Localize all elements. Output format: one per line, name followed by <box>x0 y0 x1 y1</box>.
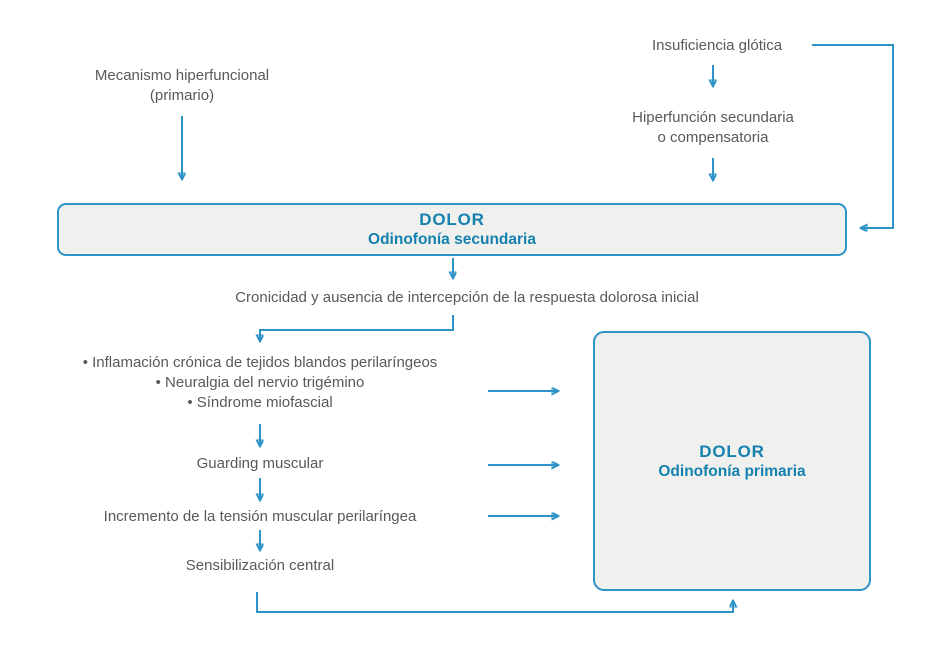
dolor-secundaria-subtitle: Odinofonía secundaria <box>368 231 536 248</box>
node-sensibilizacion-central: Sensibilización central <box>185 557 335 574</box>
connector-cronicidad-to-bullets <box>260 315 454 340</box>
bullet-sindrome: • Síndrome miofascial <box>187 394 333 411</box>
node-cronicidad: Cronicidad y ausencia de intercepción de… <box>235 289 699 306</box>
node-mecanismo-line1: Mecanismo hiperfuncional <box>94 67 270 84</box>
dolor-primaria-title: DOLOR <box>699 441 765 461</box>
node-guarding-muscular: Guarding muscular <box>196 455 324 472</box>
dolor-secundaria-box: DOLOR Odinofonía secundaria <box>57 203 847 256</box>
node-insuficiencia-glotica: Insuficiencia glótica <box>651 37 783 54</box>
connector-insuficiencia-feedback-loop <box>812 44 894 228</box>
connector-sensibilizacion-to-dolor-primaria <box>256 592 733 613</box>
node-hiperfuncion-secundaria: Hiperfunción secundaria o compensatoria <box>632 108 794 148</box>
node-hiperfuncion-line2: o compensatoria <box>657 129 769 146</box>
node-hiperfuncion-line1: Hiperfunción secundaria <box>632 109 794 126</box>
dolor-primaria-subtitle: Odinofonía primaria <box>658 462 806 480</box>
dolor-secundaria-title: DOLOR <box>419 210 485 229</box>
node-mecanismo-hiperfuncional: Mecanismo hiperfuncional (primario) <box>95 66 269 106</box>
bullet-neuralgia: • Neuralgia del nervio trigémino <box>155 374 365 391</box>
bullet-inflamacion: • Inflamación crónica de tejidos blandos… <box>82 354 438 371</box>
dolor-primaria-box: DOLOR Odinofonía primaria <box>593 331 871 591</box>
node-bullet-list: • Inflamación crónica de tejidos blandos… <box>83 353 438 413</box>
node-incremento-tension: Incremento de la tensión muscular perila… <box>103 508 417 525</box>
node-mecanismo-line2: (primario) <box>149 87 215 104</box>
